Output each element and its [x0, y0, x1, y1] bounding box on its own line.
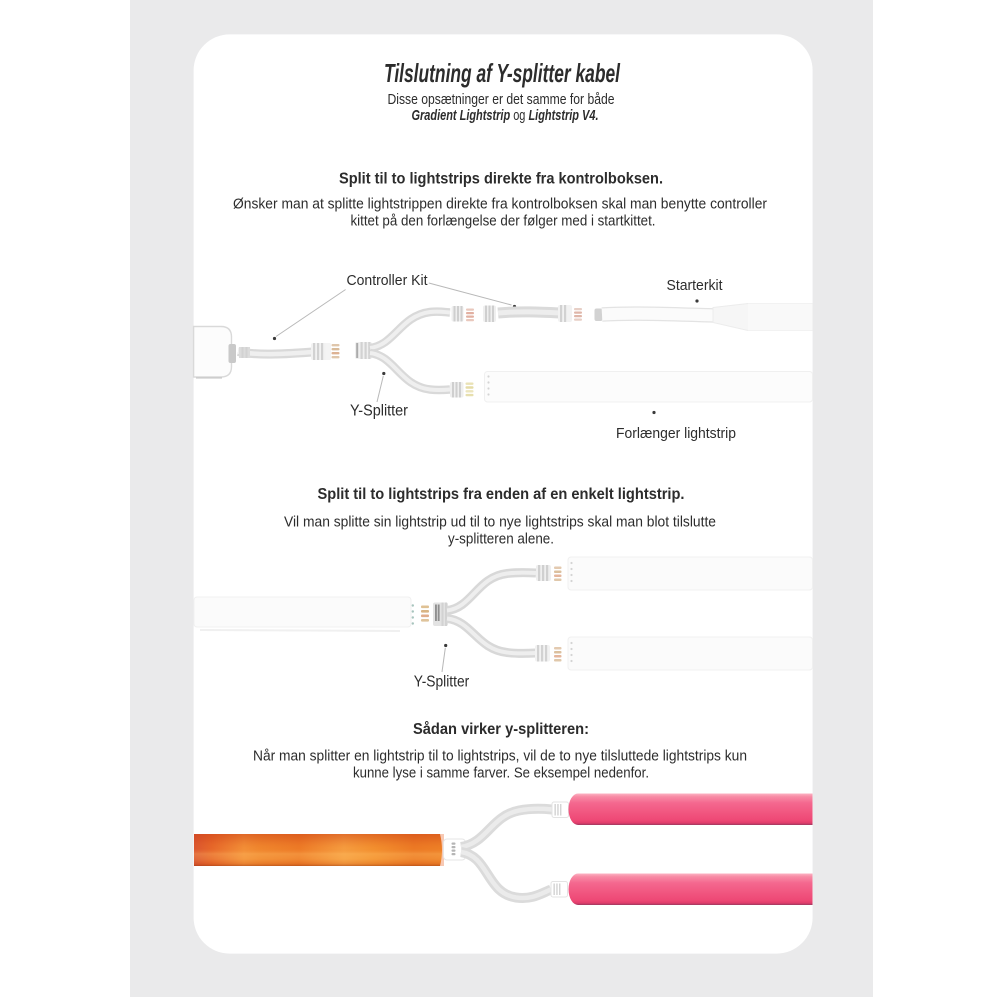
svg-text:Ønsker man at splitte lightstr: Ønsker man at splitte lightstrippen dire… — [233, 197, 767, 213]
svg-text:Gradient Lightstrip og Lightst: Gradient Lightstrip og Lightstrip V4. — [412, 107, 599, 124]
svg-text:Controller Kit: Controller Kit — [347, 273, 428, 289]
svg-text:Disse opsætninger er det samme: Disse opsætninger er det samme for både — [388, 91, 615, 108]
svg-text:y-splitteren alene.: y-splitteren alene. — [448, 532, 554, 548]
svg-text:Vil man splitte sin lightstrip: Vil man splitte sin lightstrip ud til to… — [284, 515, 716, 531]
svg-text:Forlænger lightstrip: Forlænger lightstrip — [616, 426, 736, 442]
svg-text:Y-Splitter: Y-Splitter — [350, 403, 408, 420]
svg-text:Sådan virker y-splitteren:: Sådan virker y-splitteren: — [413, 720, 589, 738]
svg-text:kunne lyse i samme farver. Se: kunne lyse i samme farver. Se eksempel n… — [353, 766, 649, 782]
svg-text:kittet på den forlængelse der: kittet på den forlængelse der følger med… — [351, 214, 656, 230]
svg-text:Split til to lightstrips direk: Split til to lightstrips direkte fra kon… — [339, 171, 663, 188]
svg-text:Y-Splitter: Y-Splitter — [414, 674, 470, 691]
svg-text:Når man splitter en lightstrip: Når man splitter en lightstrip til to li… — [253, 749, 747, 765]
svg-text:Tilslutning af Y-splitter kabe: Tilslutning af Y-splitter kabel — [384, 58, 621, 88]
svg-text:Split til to lightstrips fra e: Split til to lightstrips fra enden af en… — [318, 486, 685, 503]
svg-text:Starterkit: Starterkit — [667, 278, 723, 294]
